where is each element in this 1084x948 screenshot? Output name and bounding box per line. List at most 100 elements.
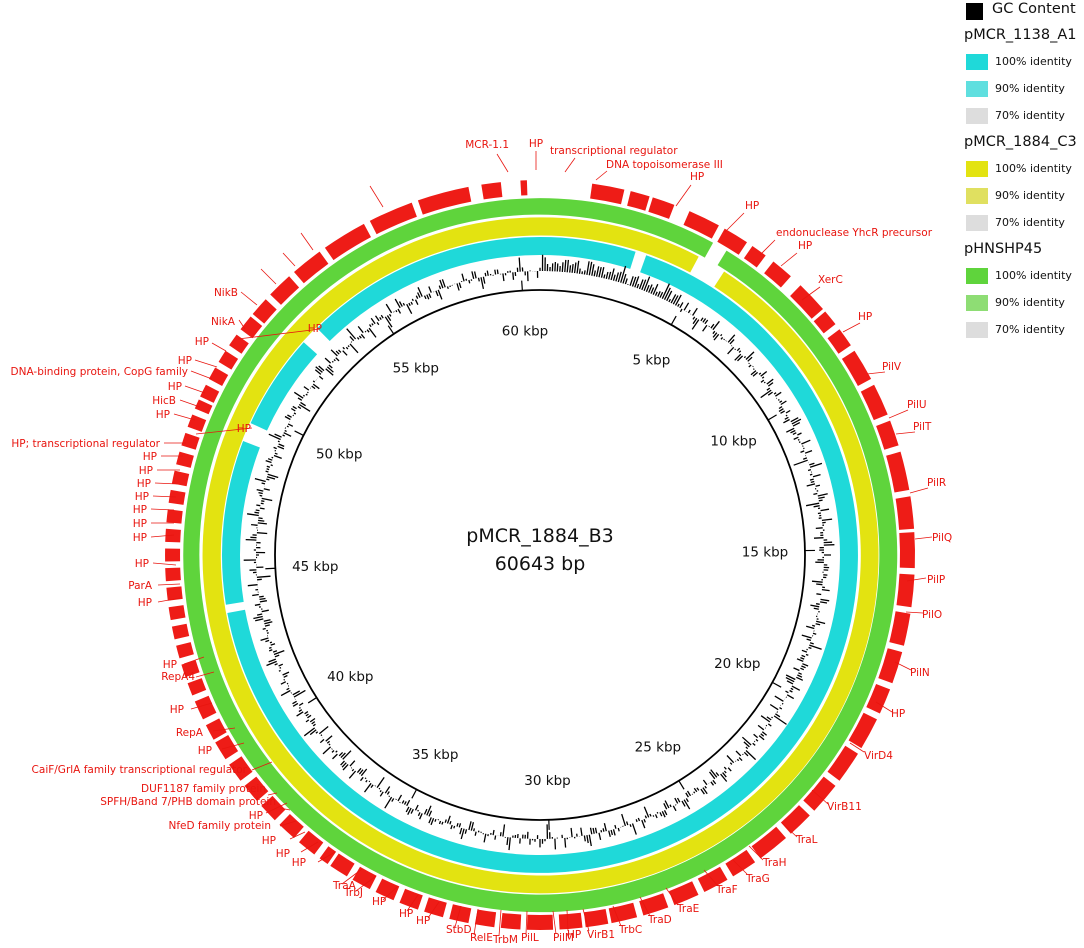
gene-leader-line [221,742,245,750]
gene-label: DUF1187 family protein [141,783,266,795]
gene-label: NikA [211,316,236,328]
gene-label: HP [529,138,543,150]
gene-arrow [218,350,239,370]
gene-label: RepA4 [161,671,195,683]
gene-label: HP [135,491,149,503]
gene-label: PilP [927,574,945,586]
gene-leader-line [496,153,509,173]
gene-arrow [474,909,497,928]
gene-leader-line [279,807,291,811]
gene-label: PilQ [932,532,952,544]
legend-swatch [966,268,988,284]
gc-content-track [243,254,835,851]
gene-arrow [608,902,638,924]
gene-leader-line [251,761,273,771]
gene-label: HP [745,200,759,212]
kbp-label: 45 kbp [292,559,338,575]
gene-label: DNA-binding protein, CopG family [11,366,188,378]
gene-arrow [187,414,207,432]
gene-label: HP [276,848,290,860]
kbp-tick [678,780,685,790]
kbp-label: 10 kbp [710,433,756,449]
gene-arrow [261,795,286,821]
plasmid-size: 60643 bp [495,553,586,575]
gene-label: HP [195,336,209,348]
gene-leader-line [382,885,399,901]
gene-label: PilM [553,932,574,944]
gene-arrow [369,202,417,235]
gene-leader-line [289,831,306,840]
gene-label: TraE [676,903,699,915]
gene-leader-line [212,727,236,732]
gene-leader-line [184,385,206,394]
legend-label: GC Content [992,1,1076,17]
gene-arrow [558,912,583,930]
gene-leader-line [152,495,177,498]
gene-label: HP [690,171,704,183]
gene-label: HP [798,240,812,252]
gene-label: HP [372,896,386,908]
gene-arrow [208,367,229,386]
gene-leader-line [552,910,557,935]
kbp-tick [411,789,418,799]
gene-label: RelE [470,932,493,944]
gene-label: HP [138,597,152,609]
gene-arrow [171,470,190,487]
legend-swatch [966,54,988,70]
gene-label: HP [137,478,151,490]
gene-leader-line [906,577,927,582]
gene-label: VirD4 [864,750,893,762]
gene-arrow [299,830,324,855]
gene-arrow [324,223,371,261]
gene-arrow [866,684,891,714]
gene-leader-line [595,170,608,181]
legend-item: 100% identity [960,264,1084,291]
gene-arrow [896,573,915,608]
gene-leader-line [564,157,576,173]
gene-leader-line [238,319,246,330]
gene-leader-line [454,905,462,928]
legend-item: 70% identity [960,318,1084,345]
gene-leader-line [759,239,776,256]
gene-label: TraD [647,914,672,926]
gene-label: HicB [152,395,176,407]
legend-label: 70% identity [995,323,1065,336]
legend-swatch [966,108,988,124]
gene-label: transcriptional regulator [550,145,678,157]
gene-arrow [813,311,836,334]
legend-swatch [966,188,988,204]
gene-label: HP [891,708,905,720]
gene-leader-line [909,487,929,494]
legend-item: 70% identity [960,211,1084,238]
gene-label: CaiF/GrlA family transcriptional regulat… [32,764,248,776]
legend-swatch [966,3,983,20]
gene-arrow [229,334,249,354]
gene-arrow [417,186,472,215]
gene-label: XerC [818,274,843,286]
legend-gc-content: GC Content [960,0,1084,24]
pmcr-1138-a1-identity-ring [317,236,636,341]
gene-label: HP [170,704,184,716]
gene-leader-line [612,905,622,927]
gene-arrow [165,548,181,562]
gene-arrow [889,611,911,646]
gene-label: NikB [214,287,238,299]
gene-arrow [449,904,472,924]
gene-arrow [899,532,916,569]
gene-label: PilU [907,399,927,411]
gene-arrow [683,211,719,239]
gene-arrow [725,849,756,877]
gene-arrow [171,623,190,640]
gene-label: TrbC [618,924,642,936]
gene-leader-line [525,910,528,935]
gene-arrow [848,712,877,749]
gene-leader-line [703,869,719,887]
gene-arrow [627,191,650,211]
gene-leader-line [355,875,377,892]
gene-leader-line [194,359,218,368]
gene-label: DNA topoisomerase III [606,159,723,171]
gene-label: PilR [927,477,946,489]
gene-arrow [181,660,200,678]
gene-label: ParA [128,580,153,592]
